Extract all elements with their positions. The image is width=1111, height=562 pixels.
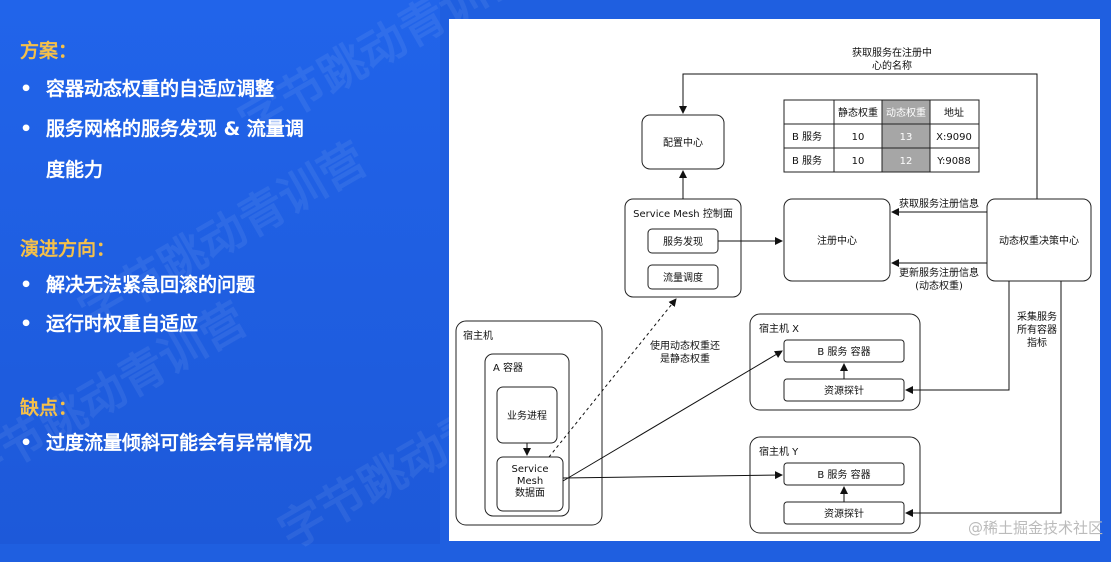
table-cell: B 服务 — [792, 130, 822, 143]
host-label: 宿主机 — [463, 329, 493, 342]
evolution-title: 演进方向： — [20, 238, 116, 260]
table-header: 地址 — [944, 106, 964, 119]
b-container-x-box — [783, 339, 905, 363]
b-container-x-label: B 服务 容器 — [817, 345, 870, 358]
table-cell: X:9090 — [936, 132, 972, 143]
credit-watermark: @稀土掘金技术社区 — [967, 519, 1103, 537]
evolution-item: •解决无法紧急回滚的问题 — [20, 266, 255, 304]
bullet-icon: • — [20, 274, 33, 296]
mesh-data-plane-label: 数据面 — [515, 486, 545, 499]
container-a-label: A 容器 — [493, 361, 523, 374]
plan-title: 方案： — [20, 40, 78, 62]
evolution-item: •运行时权重自适应 — [20, 305, 198, 343]
table-cell: 12 — [900, 156, 913, 167]
mesh-data-plane-box — [496, 456, 564, 512]
registry-label: 注册中心 — [817, 234, 857, 247]
highlight-column — [882, 100, 930, 172]
get-reg-info-label: 获取服务注册信息 — [899, 197, 979, 210]
mesh-to-host-y-arrow — [562, 471, 783, 480]
update-reg-info-label: (动态权重) — [915, 279, 963, 292]
left-background — [0, 0, 440, 544]
plan-item: •服务网格的服务发现 & 流量调 — [20, 110, 304, 148]
plan-item: •容器动态权重的自适应调整 — [20, 70, 274, 108]
weight-table: 静态权重 动态权重 地址 B 服务 10 13 X:9090 B 服务 10 1… — [783, 99, 980, 173]
architecture-diagram: 配置中心 获取服务在注册中 心的名称 静态权重 动态权重 地址 B 服务 10 … — [455, 46, 1092, 534]
bullet-icon: • — [20, 313, 33, 335]
weight-choice-arrow — [548, 298, 677, 458]
dashed-arrow-label: 是静态权重 — [660, 352, 710, 365]
cons-item: •过度流量倾斜可能会有异常情况 — [20, 424, 312, 462]
table-cell: 13 — [900, 132, 913, 143]
b-container-y-label: B 服务 容器 — [817, 468, 870, 481]
table-header: 静态权重 — [838, 106, 878, 119]
traffic-dispatch-box — [647, 264, 719, 290]
table-cell: 10 — [852, 132, 865, 143]
collect-label: 采集服务 — [1017, 310, 1057, 323]
decision-center-label: 动态权重决策中心 — [999, 234, 1079, 247]
bullet-icon: • — [20, 118, 33, 140]
diagram-panel: 配置中心 获取服务在注册中 心的名称 静态权重 动态权重 地址 B 服务 10 … — [449, 19, 1100, 541]
cons-title: 缺点： — [20, 397, 78, 419]
collect-label: 所有容器 — [1017, 323, 1057, 336]
registry-box — [783, 198, 891, 282]
traffic-dispatch-label: 流量调度 — [663, 271, 703, 284]
service-discovery-label: 服务发现 — [663, 235, 703, 248]
collect-x-arrow — [905, 281, 1010, 394]
update-reg-info-label: 更新服务注册信息 — [899, 266, 979, 279]
config-center-label: 配置中心 — [663, 136, 703, 149]
probe-x-label: 资源探针 — [824, 384, 864, 397]
table-cell: 10 — [852, 156, 865, 167]
top-label-line1: 获取服务在注册中 — [852, 46, 932, 59]
plan-item-continuation: 度能力 — [46, 159, 104, 181]
table-header: 动态权重 — [886, 106, 926, 119]
collect-label: 指标 — [1027, 336, 1047, 349]
collect-y-arrow — [905, 281, 1062, 517]
dashed-arrow-label: 使用动态权重还 — [650, 339, 720, 352]
probe-y-label: 资源探针 — [824, 507, 864, 520]
name-lookup-arrow — [679, 73, 1038, 199]
host-y-label: 宿主机 Y — [759, 445, 799, 458]
decision-center-box — [986, 198, 1092, 282]
mesh-data-plane-label: Service — [512, 464, 549, 475]
top-label-line2: 心的名称 — [872, 59, 912, 72]
host-x-label: 宿主机 X — [759, 322, 799, 335]
business-process-label: 业务进程 — [507, 409, 547, 422]
mesh-data-plane-label: Mesh — [517, 476, 543, 487]
config-center-box — [641, 114, 725, 170]
bullet-icon: • — [20, 432, 33, 454]
table-cell: Y:9088 — [936, 156, 971, 167]
control-plane-label: Service Mesh 控制面 — [633, 207, 733, 220]
bullet-icon: • — [20, 78, 33, 100]
mesh-to-host-x-arrow — [562, 350, 783, 482]
b-container-y-box — [783, 462, 905, 486]
table-cell: B 服务 — [792, 154, 822, 167]
